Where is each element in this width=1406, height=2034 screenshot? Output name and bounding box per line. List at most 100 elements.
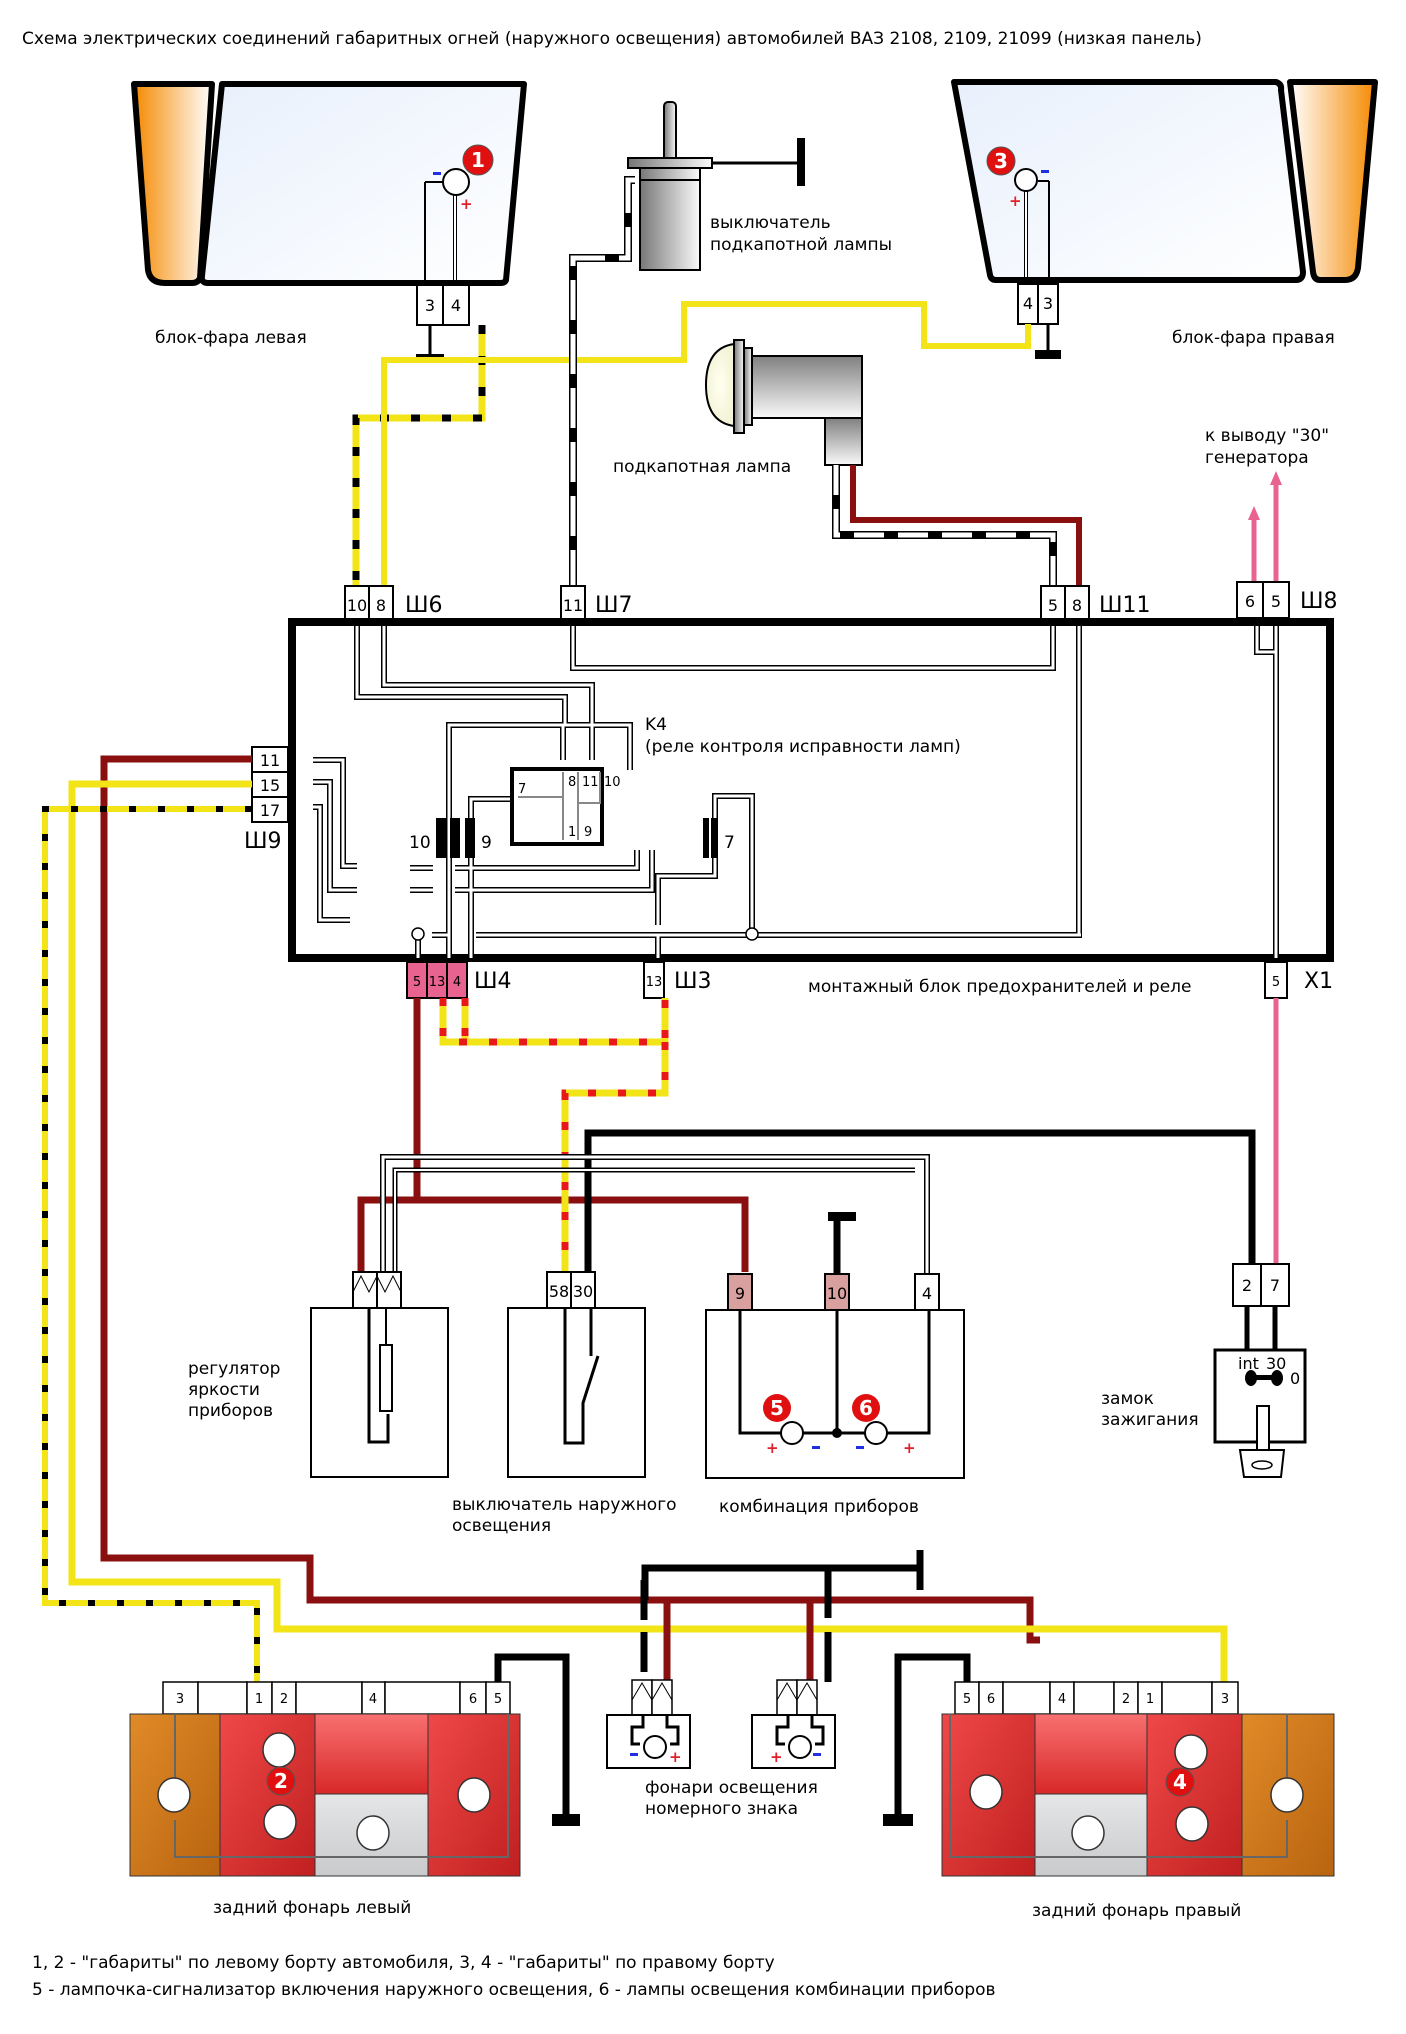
bulb-icon <box>457 1777 491 1813</box>
svg-text:17: 17 <box>260 801 280 820</box>
svg-text:4: 4 <box>922 1284 932 1303</box>
fuse-icon <box>711 818 717 858</box>
lamp-badge <box>986 146 1016 176</box>
svg-text:3: 3 <box>1221 1692 1229 1707</box>
svg-text:5: 5 <box>1272 975 1280 990</box>
bulb-icon <box>969 1774 1003 1810</box>
svg-text:+: + <box>669 1748 682 1766</box>
svg-text:Ш11: Ш11 <box>1099 593 1151 618</box>
bulb-icon <box>1270 1777 1304 1813</box>
svg-text:9: 9 <box>735 1284 745 1303</box>
legend-line-1: 1, 2 - "габариты" по левому борту автомо… <box>32 1953 775 1973</box>
instrument-cluster: 9 10 4 + + 5 6 комбинация приборов <box>705 1273 965 1517</box>
svg-text:задний фонарь правый: задний фонарь правый <box>1032 1901 1241 1921</box>
tail-light-left: 3 1 2 4 6 5 2 задний фонарь левый <box>129 1681 521 1918</box>
exterior-light-switch: 58 30 выключатель наружного освещения <box>452 1271 677 1536</box>
license-plate-lights: + + фонари освещения номерного знака <box>606 1679 836 1819</box>
fuse-relay-block: 7 8 11 10 1 9 K4 (реле контроля исправно… <box>288 618 1334 962</box>
svg-text:K4: K4 <box>645 715 667 735</box>
ground-icon <box>828 1212 856 1221</box>
svg-text:11: 11 <box>582 775 599 790</box>
svg-text:1: 1 <box>255 1692 263 1707</box>
svg-text:генератора: генератора <box>1205 448 1309 468</box>
svg-text:4: 4 <box>1058 1692 1066 1707</box>
connector-sh4: 5 13 4 Ш4 <box>406 961 512 999</box>
svg-text:4: 4 <box>1023 294 1033 313</box>
svg-text:3: 3 <box>994 149 1008 173</box>
legend-line-2: 5 - лампочка-сигнализатор включения нару… <box>32 1980 996 2000</box>
bulb-icon <box>780 1421 804 1445</box>
arrow-up-icon <box>1248 506 1260 520</box>
svg-text:2: 2 <box>1122 1692 1130 1707</box>
plate-light-left: + <box>606 1679 691 1769</box>
ground-icon <box>1035 350 1061 359</box>
lamp-badge <box>462 144 494 176</box>
svg-text:освещения: освещения <box>452 1516 551 1536</box>
headlight-right-label: блок-фара правая <box>1172 328 1335 348</box>
bulb-icon <box>1174 1734 1208 1770</box>
headlight-left: + 1 3 4 блок-фара левая <box>131 81 527 361</box>
lamp-badge <box>266 1766 296 1796</box>
resistor-icon <box>379 1344 393 1412</box>
headlight-left-label: блок-фара левая <box>155 328 307 348</box>
lamp-badge <box>852 1394 880 1422</box>
svg-text:приборов: приборов <box>188 1401 273 1421</box>
arrow-up-icon <box>1270 471 1282 485</box>
svg-text:int: int <box>1238 1354 1259 1373</box>
svg-text:5: 5 <box>1271 592 1281 611</box>
bulb-icon <box>262 1732 296 1768</box>
svg-text:5: 5 <box>1048 596 1058 615</box>
svg-text:подкапотная лампа: подкапотная лампа <box>613 457 791 477</box>
hood-lamp: подкапотная лампа <box>613 339 863 477</box>
svg-text:7: 7 <box>1270 1276 1280 1295</box>
svg-text:(реле контроля исправности лам: (реле контроля исправности ламп) <box>645 737 961 757</box>
svg-text:2: 2 <box>274 1769 288 1793</box>
svg-text:8: 8 <box>376 596 386 615</box>
fuse-icon <box>465 818 475 858</box>
bulb-icon <box>1014 168 1038 192</box>
svg-text:9: 9 <box>584 825 592 840</box>
svg-text:Ш3: Ш3 <box>674 969 712 994</box>
hood-lamp-switch: выключатель подкапотной лампы <box>627 101 892 271</box>
svg-text:Ш9: Ш9 <box>244 829 282 854</box>
svg-text:10: 10 <box>827 1284 847 1303</box>
svg-text:4: 4 <box>1173 1770 1187 1794</box>
svg-text:зажигания: зажигания <box>1101 1410 1199 1430</box>
svg-text:X1: X1 <box>1304 969 1333 994</box>
svg-text:13: 13 <box>646 975 663 990</box>
connector-sh8: 6 5 Ш8 <box>1236 581 1338 619</box>
svg-text:6: 6 <box>859 1396 873 1420</box>
svg-text:фонари освещения: фонари освещения <box>645 1778 818 1798</box>
bulb-icon <box>263 1804 297 1840</box>
svg-text:+: + <box>903 1439 916 1457</box>
svg-text:58: 58 <box>549 1282 569 1301</box>
ground-icon <box>883 1814 913 1826</box>
lamp-badge <box>763 1394 791 1422</box>
brightness-regulator: регулятор яркости приборов <box>188 1271 449 1478</box>
svg-text:10: 10 <box>409 833 431 853</box>
connector-sh6: 10 8 Ш6 <box>344 585 443 623</box>
svg-text:+: + <box>460 195 473 213</box>
svg-text:3: 3 <box>425 296 435 315</box>
fuse-icon <box>436 818 446 858</box>
svg-text:0: 0 <box>1290 1369 1300 1388</box>
wires-top <box>352 176 1082 586</box>
svg-text:яркости: яркости <box>188 1380 260 1400</box>
svg-text:6: 6 <box>469 1692 477 1707</box>
svg-text:4: 4 <box>451 296 461 315</box>
connector-sh7: 11 Ш7 <box>560 585 633 623</box>
svg-text:Ш6: Ш6 <box>405 593 443 618</box>
svg-text:2: 2 <box>1242 1276 1252 1295</box>
svg-text:7: 7 <box>518 782 526 797</box>
svg-text:+: + <box>766 1439 779 1457</box>
svg-text:6: 6 <box>987 1692 995 1707</box>
ground-icon <box>797 138 805 186</box>
diagram-title: Схема электрических соединений габаритны… <box>22 29 1202 49</box>
ground-icon <box>552 1814 580 1826</box>
svg-text:номерного знака: номерного знака <box>645 1799 798 1819</box>
relay-k4 <box>510 767 604 846</box>
svg-text:10: 10 <box>604 775 621 790</box>
svg-text:4: 4 <box>369 1692 377 1707</box>
fuse-block-label: монтажный блок предохранителей и реле <box>808 977 1192 997</box>
